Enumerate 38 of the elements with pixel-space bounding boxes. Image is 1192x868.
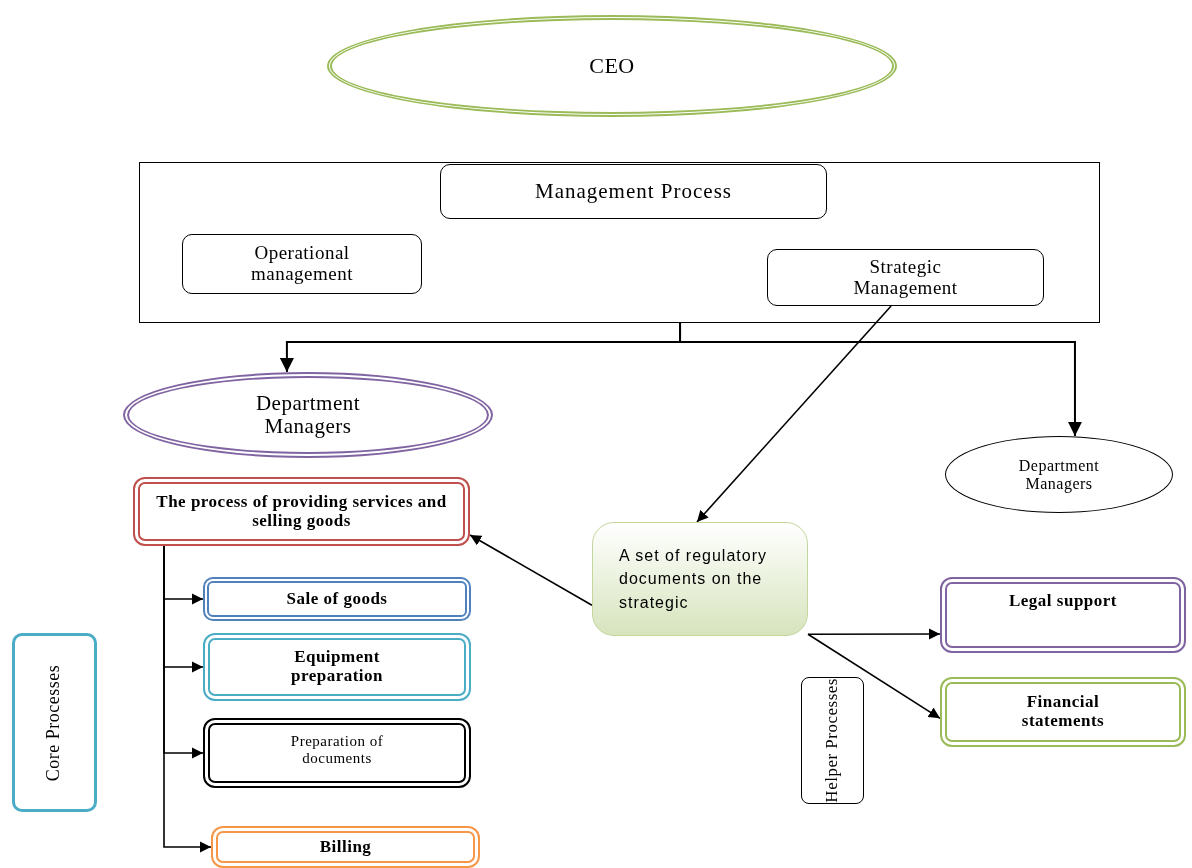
vertical-label-box — [801, 677, 864, 804]
process-box — [203, 577, 471, 621]
arrow — [696, 305, 892, 523]
node-label: Operational management — [249, 243, 355, 285]
node-label: Billing — [319, 837, 372, 857]
node-label: Management Process — [534, 179, 732, 204]
process-box — [203, 718, 471, 788]
vertical-label-box — [12, 633, 97, 812]
arrow — [163, 545, 212, 853]
arrow — [807, 633, 941, 720]
node-label: Helper Processes — [823, 678, 842, 803]
node-label: Preparation of documents — [289, 733, 385, 766]
process-box — [767, 249, 1044, 306]
node-label: Core Processes — [44, 664, 65, 781]
node-label: Equipment preparation — [289, 648, 385, 686]
node-label: A set of regulatory documents on the strategic — [619, 546, 768, 613]
arrow — [469, 534, 593, 606]
ellipse-node — [123, 372, 493, 458]
process-box — [440, 164, 827, 219]
arrow — [807, 628, 941, 640]
arrow — [679, 322, 1082, 437]
node-label: The process of providing services and selling goods — [155, 492, 448, 531]
node-label: Legal support — [1008, 592, 1117, 611]
node-label: Department Managers — [1017, 456, 1101, 493]
process-box — [592, 522, 808, 636]
process-box — [182, 234, 422, 294]
node-label: Strategic Management — [852, 256, 959, 299]
process-box — [211, 826, 480, 868]
node-label: Financial statements — [1020, 693, 1106, 731]
node-label: Sale of goods — [286, 589, 388, 609]
node-label: Department Managers — [254, 391, 362, 439]
node-label: CEO — [589, 53, 635, 79]
process-box — [203, 633, 471, 701]
ellipse-node — [327, 15, 897, 117]
group-box — [139, 162, 1100, 323]
process-box — [940, 677, 1186, 747]
process-box — [133, 477, 470, 546]
process-box — [940, 577, 1186, 653]
